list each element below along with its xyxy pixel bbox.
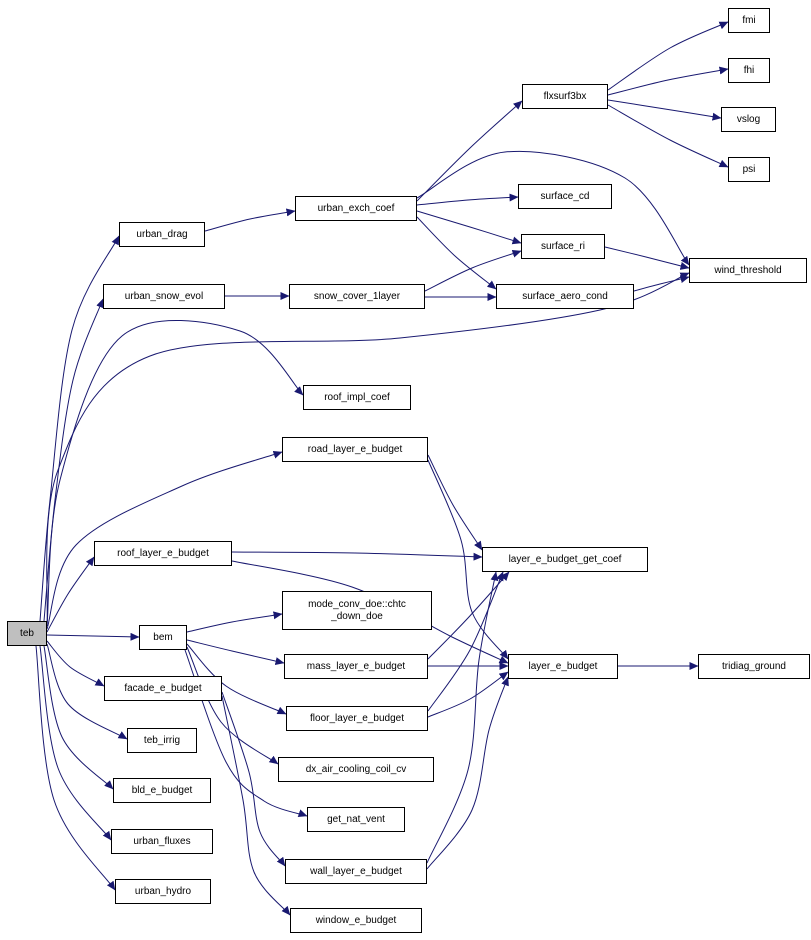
node-urban_drag[interactable]: urban_drag — [119, 222, 205, 247]
node-layer_e_budget[interactable]: layer_e_budget — [508, 654, 618, 679]
node-tridiag_ground[interactable]: tridiag_ground — [698, 654, 810, 679]
edge-surface_ri-to-wind_threshold — [604, 246, 690, 270]
edge-roof_layer_e_budget-to-layer_e_budget_get_coef — [231, 551, 483, 561]
node-urban_snow_evol[interactable]: urban_snow_evol — [103, 284, 225, 309]
edge-urban_drag-to-urban_exch_coef — [204, 208, 296, 232]
node-flxsurf3bx[interactable]: flxsurf3bx — [522, 84, 608, 109]
edge-teb-to-urban_hydro — [35, 645, 116, 891]
edge-teb-to-urban_fluxes — [39, 645, 112, 841]
node-floor_layer_e_budget[interactable]: floor_layer_e_budget — [286, 706, 428, 731]
edge-flxsurf3bx-to-fhi — [607, 66, 729, 96]
node-get_nat_vent[interactable]: get_nat_vent — [307, 807, 405, 832]
edge-teb-to-wind_threshold — [46, 272, 690, 625]
node-roof_impl_coef[interactable]: roof_impl_coef — [303, 385, 411, 410]
edge-teb-to-facade_e_budget — [46, 640, 105, 687]
edge-urban_exch_coef-to-surface_aero_cond — [416, 216, 497, 290]
node-teb[interactable]: teb — [7, 621, 47, 646]
node-fmi[interactable]: fmi — [728, 8, 770, 33]
node-snow_cover_1layer[interactable]: snow_cover_1layer — [289, 284, 425, 309]
edge-floor_layer_e_budget-to-layer_e_budget_get_coef — [427, 571, 504, 712]
node-roof_layer_e_budget[interactable]: roof_layer_e_budget — [94, 541, 232, 566]
edge-mass_layer_e_budget-to-layer_e_budget_get_coef — [427, 571, 510, 660]
edge-snow_cover_1layer-to-surface_ri — [424, 249, 522, 292]
node-surface_aero_cond[interactable]: surface_aero_cond — [496, 284, 634, 309]
node-layer_e_budget_get_coef[interactable]: layer_e_budget_get_coef — [482, 547, 648, 572]
node-urban_hydro[interactable]: urban_hydro — [115, 879, 211, 904]
edge-teb-to-roof_layer_e_budget — [46, 556, 95, 633]
edge-teb-to-teb_irrig — [46, 643, 128, 740]
node-wind_threshold[interactable]: wind_threshold — [689, 258, 807, 283]
node-facade_e_budget[interactable]: facade_e_budget — [104, 676, 222, 701]
edge-flxsurf3bx-to-fmi — [607, 21, 729, 91]
node-window_e_budget[interactable]: window_e_budget — [290, 908, 422, 933]
node-chtc_down_doe[interactable]: mode_conv_doe::chtc _down_doe — [282, 591, 432, 630]
edge-floor_layer_e_budget-to-layer_e_budget — [427, 671, 509, 718]
node-surface_ri[interactable]: surface_ri — [521, 234, 605, 259]
node-surface_cd[interactable]: surface_cd — [518, 184, 612, 209]
edge-bem-to-chtc_down_doe — [186, 611, 283, 633]
edge-teb-to-urban_snow_evol — [43, 298, 104, 622]
node-vslog[interactable]: vslog — [721, 107, 776, 132]
edge-teb-to-bld_e_budget — [43, 645, 114, 790]
node-urban_fluxes[interactable]: urban_fluxes — [111, 829, 213, 854]
node-urban_exch_coef[interactable]: urban_exch_coef — [295, 196, 417, 221]
edge-urban_exch_coef-to-wind_threshold — [416, 150, 690, 266]
node-teb_irrig[interactable]: teb_irrig — [127, 728, 197, 753]
edge-road_layer_e_budget-to-layer_e_budget — [427, 459, 509, 660]
edge-bem-to-mass_layer_e_budget — [186, 639, 285, 665]
edge-bem-to-floor_layer_e_budget — [186, 643, 287, 715]
edge-urban_exch_coef-to-surface_cd — [416, 193, 519, 206]
edge-flxsurf3bx-to-psi — [607, 104, 729, 168]
node-fhi[interactable]: fhi — [728, 58, 770, 83]
edge-urban_exch_coef-to-surface_ri — [416, 210, 522, 245]
node-road_layer_e_budget[interactable]: road_layer_e_budget — [282, 437, 428, 462]
edge-surface_aero_cond-to-wind_threshold — [633, 275, 690, 292]
edge-teb-to-bem — [46, 632, 140, 641]
edge-urban_exch_coef-to-flxsurf3bx — [416, 100, 523, 202]
node-bem[interactable]: bem — [139, 625, 187, 650]
edge-wall_layer_e_budget-to-layer_e_budget — [426, 676, 509, 870]
edge-teb-to-urban_drag — [39, 235, 120, 622]
node-dx_air_cooling_coil_cv[interactable]: dx_air_cooling_coil_cv — [278, 757, 434, 782]
node-mass_layer_e_budget[interactable]: mass_layer_e_budget — [284, 654, 428, 679]
edge-wall_layer_e_budget-to-layer_e_budget_get_coef — [426, 571, 499, 864]
edge-flxsurf3bx-to-vslog — [607, 99, 722, 121]
node-bld_e_budget[interactable]: bld_e_budget — [113, 778, 211, 803]
edge-teb-to-road_layer_e_budget — [46, 450, 283, 630]
node-wall_layer_e_budget[interactable]: wall_layer_e_budget — [285, 859, 427, 884]
edge-facade_e_budget-to-window_e_budget — [221, 695, 291, 916]
edge-facade_e_budget-to-wall_layer_e_budget — [221, 691, 286, 867]
node-psi[interactable]: psi — [728, 157, 770, 182]
edge-road_layer_e_budget-to-layer_e_budget_get_coef — [427, 454, 483, 551]
edge-bem-to-dx_air_cooling_coil_cv — [186, 646, 279, 765]
edge-teb-to-roof_impl_coef — [46, 320, 304, 627]
